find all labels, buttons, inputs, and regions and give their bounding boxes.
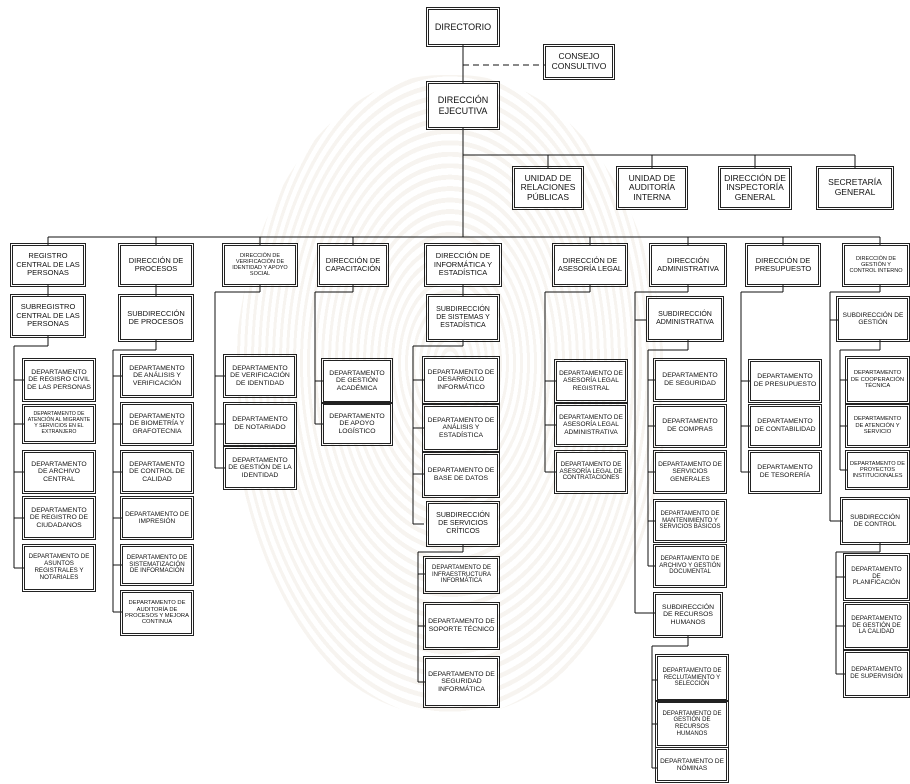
box-dep-seguridad-informatica: DEPARTAMENTO DE SEGURIDAD INFORMÁTICA [423, 656, 500, 708]
box-dep-archivo-central: DEPARTAMENTO DE ARCHIVO CENTRAL [22, 450, 96, 494]
box-dep-control-calidad: DEPARTAMENTO DE CONTROL DE CALIDAD [120, 450, 194, 494]
box-dep-biometria: DEPARTAMENTO DE BIOMETRÍA Y GRAFOTECNIA [120, 402, 194, 446]
box-dep-mantenimiento: DEPARTAMENTO DE MANTENIMIENTO Y SERVICIO… [653, 499, 727, 543]
box-dep-gestion-rrhh: DEPARTAMENTO DE GESTIÓN DE RECURSOS HUMA… [655, 700, 729, 748]
box-sub-procesos: SUBDIRECCIÓN DE PROCESOS [118, 294, 194, 342]
box-dep-asesoria-contrataciones: DEPARTAMENTO DE ASESORÍA LEGAL DE CONTRA… [554, 450, 628, 494]
box-direccion-administrativa: DIRECCIÓN ADMINISTRATIVA [649, 243, 727, 287]
box-registro-central: REGISTRO CENTRAL DE LAS PERSONAS [10, 243, 86, 287]
box-subregistro-central: SUBREGISTRO CENTRAL DE LAS PERSONAS [10, 294, 86, 338]
box-dep-presupuesto: DEPARTAMENTO DE PRESUPUESTO [748, 359, 822, 403]
box-directorio: DIRECTORIO [426, 7, 500, 47]
box-sub-control: SUBDIRECCIÓN DE CONTROL [840, 497, 910, 545]
box-dep-supervision: DEPARTAMENTO DE SUPERVISIÓN [843, 650, 910, 698]
box-dep-soporte-tecnico: DEPARTAMENTO DE SOPORTE TÉCNICO [423, 602, 500, 650]
box-dep-registro-ciudadanos: DEPARTAMENTO DE REGISTRO DE CIUDADANOS [22, 496, 96, 540]
box-dep-compras: DEPARTAMENTO DE COMPRAS [653, 404, 727, 448]
box-consejo-consultivo: CONSEJO CONSULTIVO [543, 44, 615, 80]
box-sub-administrativa: SUBDIRECCIÓN ADMINISTRATIVA [646, 296, 724, 342]
box-dep-notariado: DEPARTAMENTO DE NOTARIADO [223, 402, 297, 446]
box-dep-asesoria-registral: DEPARTAMENTO DE ASESORÍA LEGAL REGISTRAL [554, 359, 628, 403]
box-dep-infraestructura: DEPARTAMENTO DE INFRAESTRUCTURA INFORMÁT… [423, 556, 500, 594]
box-direccion-gestion-control: DIRECCIÓN DE GESTIÓN Y CONTROL INTERNO [842, 243, 910, 287]
box-dep-base-datos: DEPARTAMENTO DE BASE DE DATOS [422, 452, 500, 498]
box-dep-contabilidad: DEPARTAMENTO DE CONTABILIDAD [748, 404, 822, 448]
box-dep-reclutamiento: DEPARTAMENTO DE RECLUTAMIENTO Y SELECCIÓ… [655, 654, 729, 702]
box-direccion-ejecutiva: DIRECCIÓN EJECUTIVA [426, 81, 500, 130]
box-direccion-asesoria-legal: DIRECCIÓN DE ASESORÍA LEGAL [552, 243, 628, 287]
box-sub-servicios-criticos: SUBDIRECCIÓN DE SERVICIOS CRÍTICOS [426, 501, 500, 547]
box-dep-gestion-identidad: DEPARTAMENTO DE GESTIÓN DE LA IDENTIDAD [223, 446, 297, 490]
box-direccion-procesos: DIRECCIÓN DE PROCESOS [118, 243, 194, 287]
box-dep-asuntos-registrales: DEPARTAMENTO DE ASUNTOS REGISTRALES Y NO… [22, 544, 96, 592]
box-dep-verificacion-identidad: DEPARTAMENTO DE VERIFICACIÓN DE IDENTIDA… [223, 354, 297, 398]
box-dep-cooperacion: DEPARTAMENTO DE COOPERACIÓN TÉCNICA [845, 356, 910, 404]
box-dep-seguridad: DEPARTAMENTO DE SEGURIDAD [653, 358, 727, 402]
box-dep-atencion-servicio: DEPARTAMENTO DE ATENCIÓN Y SERVICIO [845, 404, 910, 448]
box-direccion-informatica: DIRECCIÓN DE INFORMÁTICA Y ESTADÍSTICA [424, 243, 502, 287]
box-dep-proyectos: DEPARTAMENTO DE PROYECTOS INSTITUCIONALE… [845, 450, 910, 490]
box-dep-archivo-gestion: DEPARTAMENTO DE ARCHIVO Y GESTIÓN DOCUME… [653, 544, 727, 588]
box-dep-analisis-estadistica: DEPARTAMENTO DE ANÁLISIS Y ESTADÍSTICA [422, 404, 500, 452]
box-sub-recursos-humanos: SUBDIRECCIÓN DE RECURSOS HUMANOS [653, 592, 723, 638]
box-direccion-inspectoria: DIRECCIÓN DE INSPECTORÍA GENERAL [718, 166, 792, 210]
box-dep-analisis-verificacion: DEPARTAMENTO DE ANÁLISIS Y VERIFICACIÓN [120, 354, 194, 398]
box-dep-sistematizacion: DEPARTAMENTO DE SISTEMATIZACIÓN DE INFOR… [120, 544, 194, 586]
box-dep-registro-civil: DEPARTAMENTO DE REGISRO CIVIL DE LAS PER… [22, 358, 96, 402]
box-dep-servicios-generales: DEPARTAMENTO DE SERVICIOS GENERALES [653, 450, 727, 494]
box-unidad-auditoria-interna: UNIDAD DE AUDITORÍA INTERNA [616, 166, 688, 210]
box-dep-impresion: DEPARTAMENTO DE IMPRESIÓN [120, 496, 194, 540]
box-direccion-presupuesto: DIRECCIÓN DE PRESUPUESTO [745, 243, 821, 287]
box-direccion-capacitacion: DIRECCIÓN DE CAPACITACIÓN [317, 243, 389, 287]
box-direccion-verificacion: DIRECCIÓN DE VERIFICACIÓN DE IDENTIDAD Y… [222, 243, 298, 287]
box-sub-sistemas: SUBDIRECCIÓN DE SISTEMAS Y ESTADÍSTICA [426, 294, 500, 342]
box-dep-planificacion: DEPARTAMENTO DE PLANIFICACIÓN [843, 553, 910, 601]
box-dep-desarrollo: DEPARTAMENTO DE DESARROLLO INFORMÁTICO [422, 356, 500, 404]
box-dep-auditoria-procesos: DEPARTAMENTO DE AUDITORÍA DE PROCESOS Y … [120, 590, 194, 636]
box-dep-nominas: DEPARTAMENTO DE NÓMINAS [655, 747, 729, 783]
box-dep-gestion-calidad: DEPARTAMENTO DE GESTIÓN DE LA CALIDAD [843, 602, 910, 650]
box-dep-apoyo-logistico: DEPARTAMENTO DE APOYO LOGÍSTICO [321, 402, 393, 446]
box-secretaria-general: SECRETARÍA GENERAL [816, 166, 894, 210]
box-dep-tesoreria: DEPARTAMENTO DE TESORERÍA [748, 450, 822, 494]
box-sub-gestion: SUBDIRECCIÓN DE GESTIÓN [836, 296, 910, 342]
box-dep-gestion-academica: DEPARTAMENTO DE GESTIÓN ACADÉMICA [321, 358, 393, 404]
box-dep-atencion-migrante: DEPARTAMENTO DE ATENCIÓN AL MIGRANTE Y S… [22, 404, 96, 444]
box-dep-asesoria-administrativa: DEPARTAMENTO DE ASESORÍA LEGAL ADMINISTR… [554, 403, 628, 447]
box-unidad-relaciones-publicas: UNIDAD DE RELACIONES PÚBLICAS [512, 166, 584, 210]
